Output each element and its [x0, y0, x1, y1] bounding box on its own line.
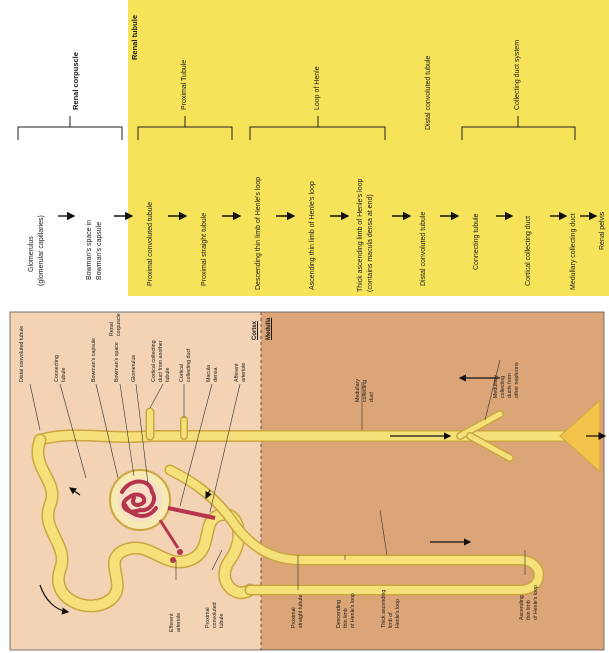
step-ccd: Cortical collecting duct — [525, 216, 532, 286]
label-dtl-1: Descending — [337, 600, 342, 628]
step-tal-1: Thick ascending limb of Henle's loop — [357, 179, 364, 292]
label-ccd-other-1: Cortical collecting — [152, 340, 157, 382]
label-efferent-2: arteriole — [177, 613, 182, 632]
label-mcd-1: Medullary — [356, 379, 361, 402]
step-atl: Ascending thin limb of Henle's loop — [309, 181, 316, 290]
label-ccd-other-2: duct from another — [159, 340, 164, 382]
header-renal-tubule: Renal tubule — [131, 15, 139, 60]
label-renal-corpuscle-2: corpuscle — [117, 313, 122, 336]
header-loop-of-henle: Loop of Henle — [314, 66, 321, 110]
label-mcd-other-4: other nephrons — [515, 362, 520, 398]
header-renal-corpuscle: Renal corpuscle — [72, 52, 80, 110]
label-glomerulus: Glomerulus — [132, 355, 137, 382]
label-pct-3: tubule — [220, 614, 225, 628]
label-tal-3: Henle's loop — [396, 599, 401, 628]
step-mcd: Medullary collecting duct — [570, 213, 577, 290]
label-cortical-cd-2: collecting duct — [187, 348, 192, 382]
label-bowmans-space: Bowman's space — [115, 342, 120, 382]
label-pst-2: straight tubule — [299, 595, 304, 628]
label-macula-densa-2: densa — [214, 368, 219, 382]
label-atl-1: Ascending — [520, 595, 525, 620]
label-distal-convoluted-tubule: Distal convoluted tubule — [20, 326, 25, 382]
label-bowmans-capsule: Bowman's capsule — [92, 338, 97, 382]
label-atl-3: of Henle's loop — [534, 585, 539, 620]
label-macula-densa-1: Macula — [207, 365, 212, 382]
step-renal-pelvis: Renal pelvis — [599, 212, 606, 250]
label-ccd-other-3: tubule — [166, 368, 171, 382]
step-bowman-2: Bowman's capsule — [96, 222, 103, 280]
step-glomerulus-sub: (glomerular capillaries) — [38, 215, 45, 286]
header-collecting-duct-system: Collecting duct system — [514, 40, 521, 110]
step-ct: Connecting tubule — [473, 214, 480, 270]
step-pst: Proximal straight tubule — [201, 213, 208, 286]
label-connecting-tubule-2: tubule — [62, 368, 67, 382]
label-dtl-3: of Henle's loop — [351, 593, 356, 628]
label-pct-1: Proximal — [206, 607, 211, 628]
label-mcd-other-2: collecting — [501, 376, 506, 398]
header-proximal-tubule: Proximal Tubule — [181, 60, 188, 110]
label-efferent-1: Efferent — [170, 614, 175, 632]
label-mcd-other-3: ducts from — [508, 373, 513, 398]
label-afferent-2: arteriole — [242, 363, 247, 382]
label-mcd-3: duct — [370, 392, 375, 402]
label-cortical-cd-1: Cortical — [180, 364, 185, 382]
label-connecting-tubule-1: Connecting — [55, 355, 60, 382]
step-glomerulus: Glomerulus — [28, 236, 35, 272]
step-pct: Proximal convoluted tubule — [147, 202, 154, 286]
label-afferent-1: Afferent — [235, 364, 240, 382]
label-tal-1: Thick ascending — [382, 590, 387, 628]
label-tal-2: limb of — [389, 612, 394, 628]
label-pst-1: Proximal — [292, 607, 297, 628]
label-renal-corpuscle-1: Renal — [110, 322, 115, 336]
step-dct: Distal convoluted tubule — [420, 212, 427, 286]
header-distal-convoluted-tubule: Distal convoluted tubule — [425, 56, 432, 130]
label-mcd-other-1: Medullary — [494, 375, 499, 398]
step-bowman-1: Bowman's space in — [86, 220, 93, 280]
zone-cortex: Cortex — [252, 321, 258, 340]
label-pct-2: convoluted — [213, 602, 218, 628]
medulla-region — [261, 312, 604, 650]
step-dtl: Descending thin limb of Henle's loop — [255, 177, 262, 290]
zone-medulla: Medulla — [266, 318, 272, 340]
step-tal-2: (contains macula densa at end) — [367, 194, 374, 292]
label-dtl-2: thin limb — [344, 608, 349, 628]
label-atl-2: thin limb — [527, 600, 532, 620]
label-mcd-2: collecting — [363, 380, 368, 402]
